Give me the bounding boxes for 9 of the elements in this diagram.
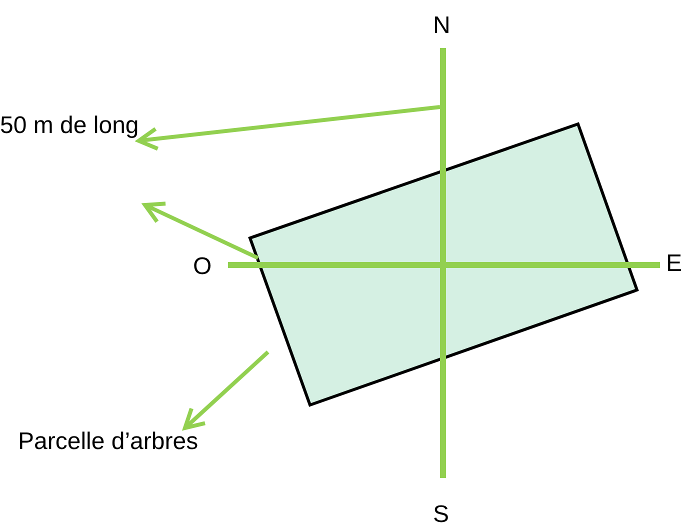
compass-direction-label: E xyxy=(666,252,682,276)
arrow xyxy=(183,350,270,430)
compass-direction-label: O xyxy=(193,255,212,279)
annotation-text: 50 m de long xyxy=(0,112,139,141)
arrow xyxy=(136,105,440,151)
compass-direction-label: N xyxy=(433,14,450,38)
compass-direction-label: S xyxy=(433,503,450,527)
annotation-text: Parcelle d’arbres xyxy=(18,428,198,457)
arrow xyxy=(143,202,259,260)
